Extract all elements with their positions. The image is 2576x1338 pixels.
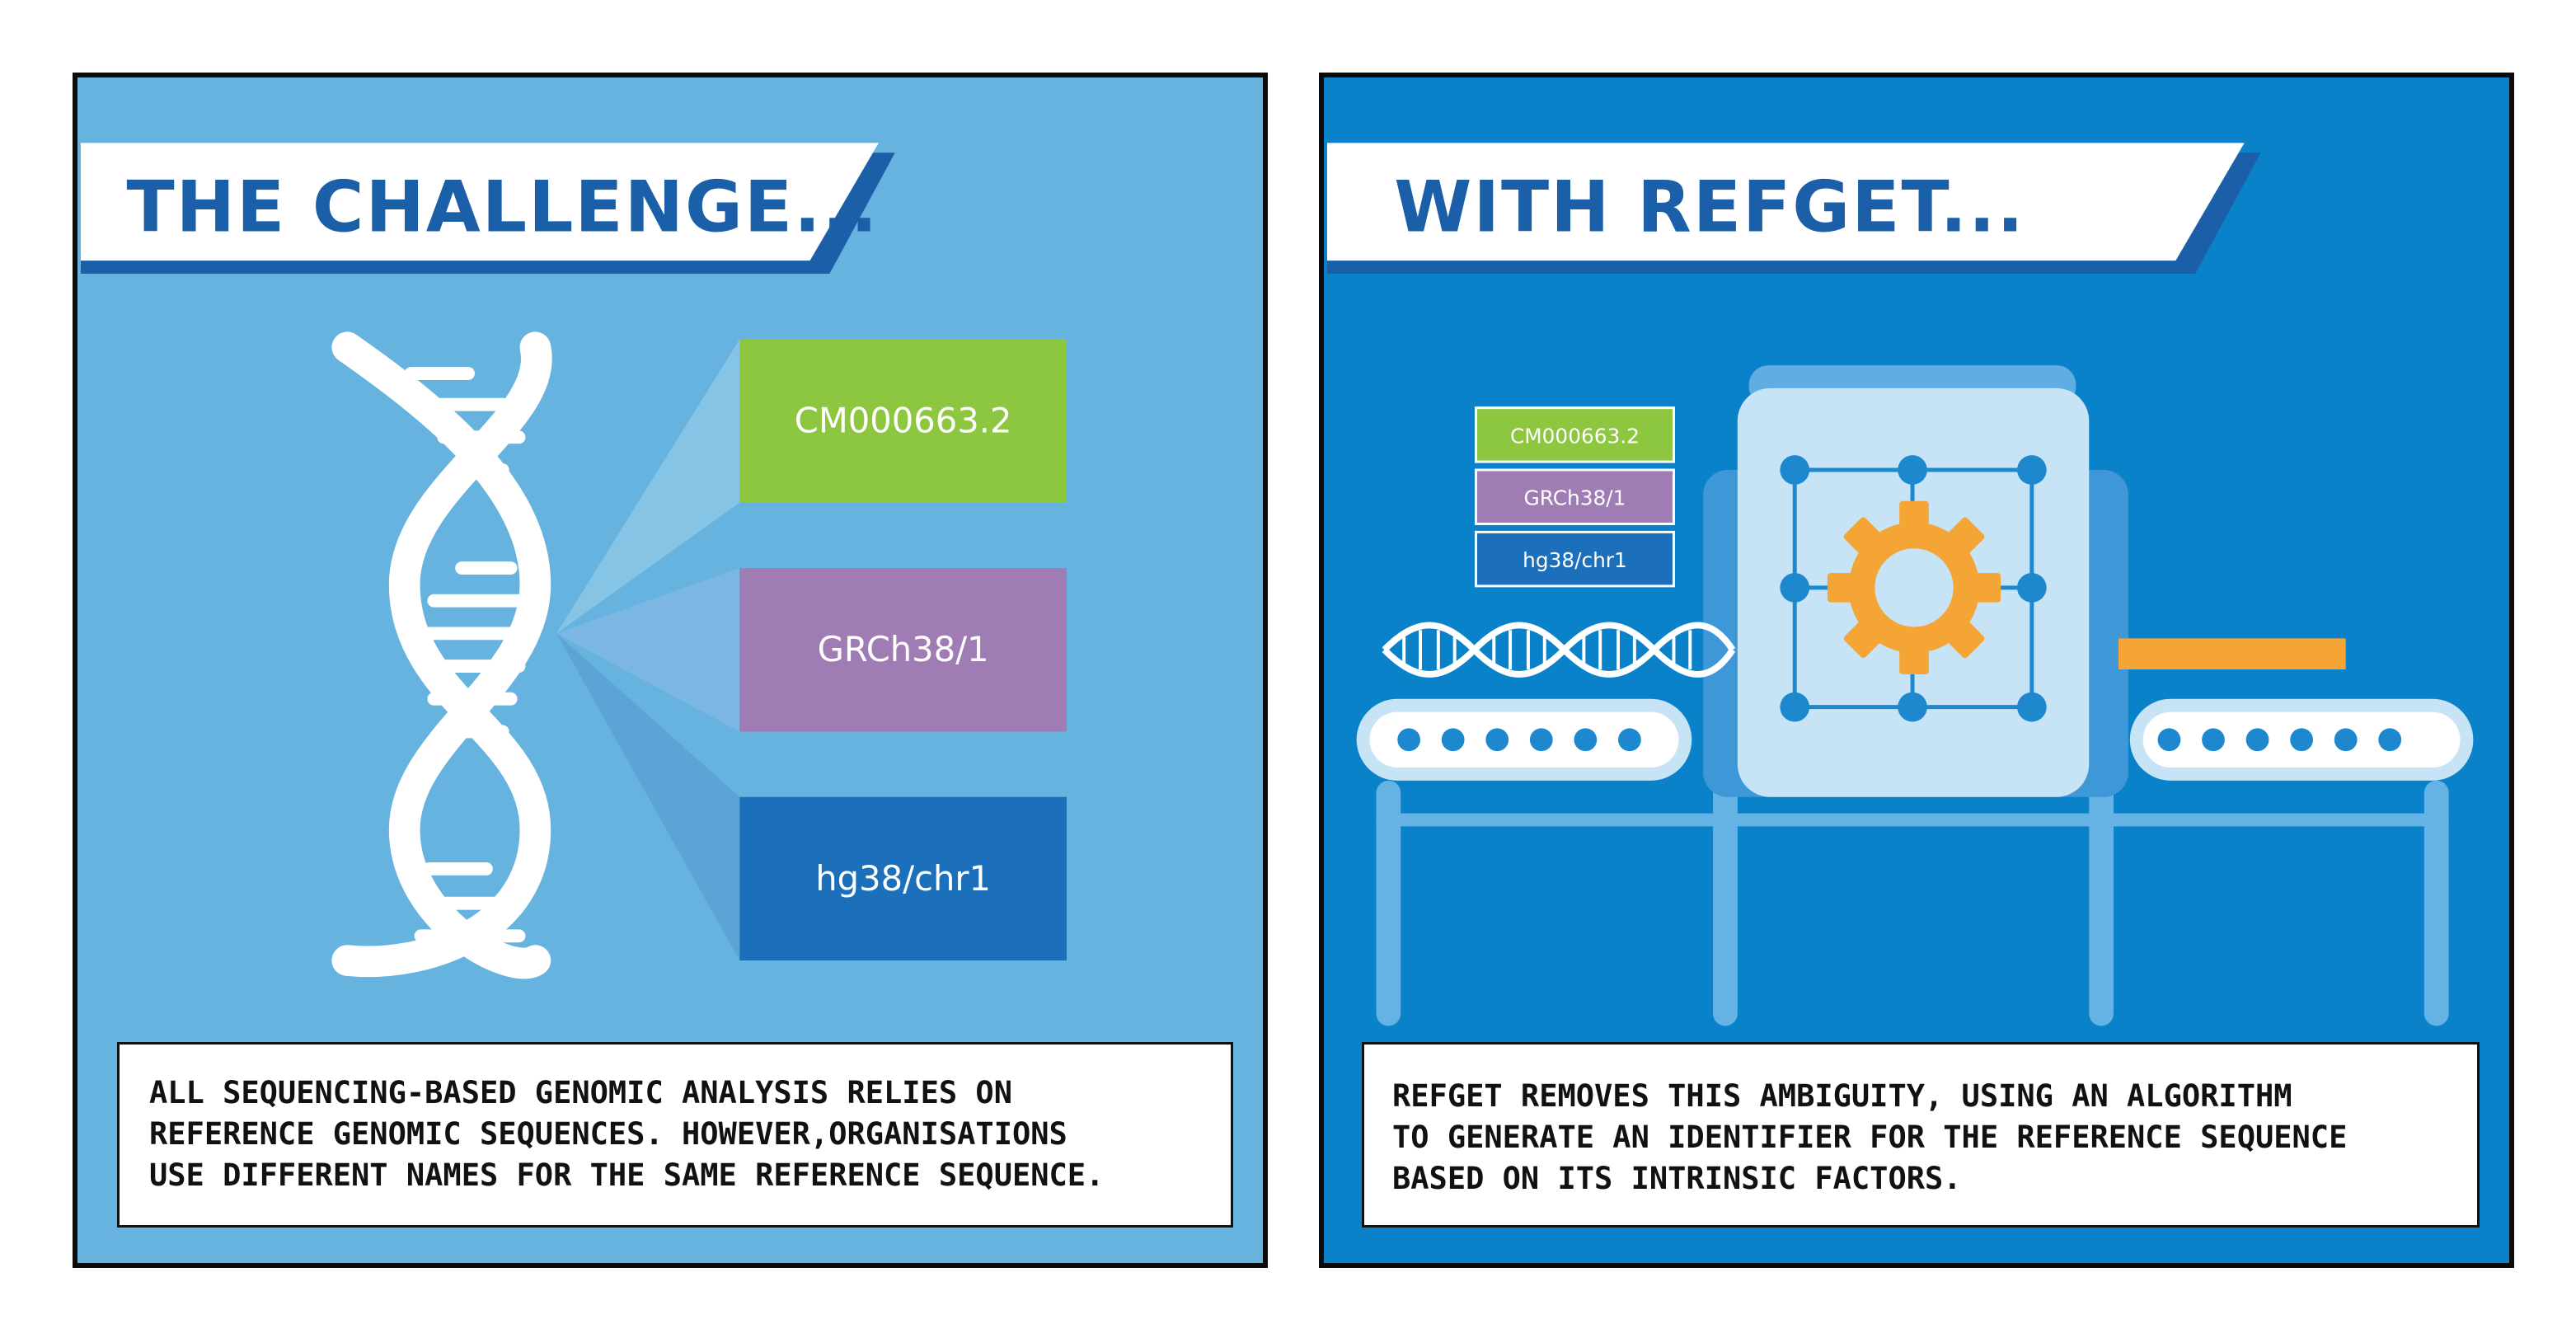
refget-panel: WITH REFGET... <box>1319 73 2514 1268</box>
circuit-nodes <box>1780 455 2047 722</box>
panel-title: WITH REFGET... <box>1394 167 2025 248</box>
dna-strand-icon <box>1382 622 1736 678</box>
label-box-grch38 <box>1474 468 1675 525</box>
label-cm000663: CM000663.2 <box>795 400 1012 440</box>
challenge-caption: ALL SEQUENCING-BASED GENOMIC ANALYSIS RE… <box>117 1042 1233 1228</box>
beam-bottom <box>556 633 740 961</box>
label-cm000663: CM000663.2 <box>1510 424 1640 448</box>
caption-line: REFGET REMOVES THIS AMBIGUITY, USING AN … <box>1392 1078 2292 1114</box>
conveyor-frame <box>1376 780 2449 1026</box>
caption-line: BASED ON ITS INTRINSIC FACTORS. <box>1392 1161 1962 1196</box>
caption-line: REFERENCE GENOMIC SEQUENCES. HOWEVER,ORG… <box>149 1116 1067 1152</box>
gear-icon <box>1827 500 2001 674</box>
dna-icon <box>331 331 552 979</box>
label-grch38: GRCh38/1 <box>1524 486 1626 510</box>
label-box-cm000663 <box>739 339 1067 503</box>
caption-line: USE DIFFERENT NAMES FOR THE SAME REFEREN… <box>149 1157 1105 1193</box>
challenge-illustration: THE CHALLENGE... <box>80 143 1067 979</box>
panel-title: THE CHALLENGE... <box>127 167 880 248</box>
label-box-grch38 <box>739 568 1067 732</box>
beam-middle <box>556 568 740 732</box>
title-banner <box>1326 143 2245 261</box>
refget-illustration: WITH REFGET... <box>1326 143 2474 1026</box>
title-banner <box>80 143 879 261</box>
caption-line: ALL SEQUENCING-BASED GENOMIC ANALYSIS RE… <box>149 1075 1012 1110</box>
label-hg38: hg38/chr1 <box>815 858 991 899</box>
label-hg38: hg38/chr1 <box>1523 548 1627 572</box>
output-identifier-bar <box>2118 638 2346 670</box>
refget-caption: REFGET REMOVES THIS AMBIGUITY, USING AN … <box>1362 1042 2480 1228</box>
label-box-cm000663 <box>1474 406 1675 463</box>
label-grch38: GRCh38/1 <box>818 629 989 669</box>
caption-line: TO GENERATE AN IDENTIFIER FOR THE REFERE… <box>1392 1120 2348 1155</box>
conveyor-rollers <box>1397 728 2402 752</box>
beam-top <box>556 339 740 634</box>
label-box-hg38 <box>1474 530 1675 588</box>
challenge-panel: THE CHALLENGE... <box>73 73 1268 1268</box>
label-box-hg38 <box>739 796 1067 961</box>
